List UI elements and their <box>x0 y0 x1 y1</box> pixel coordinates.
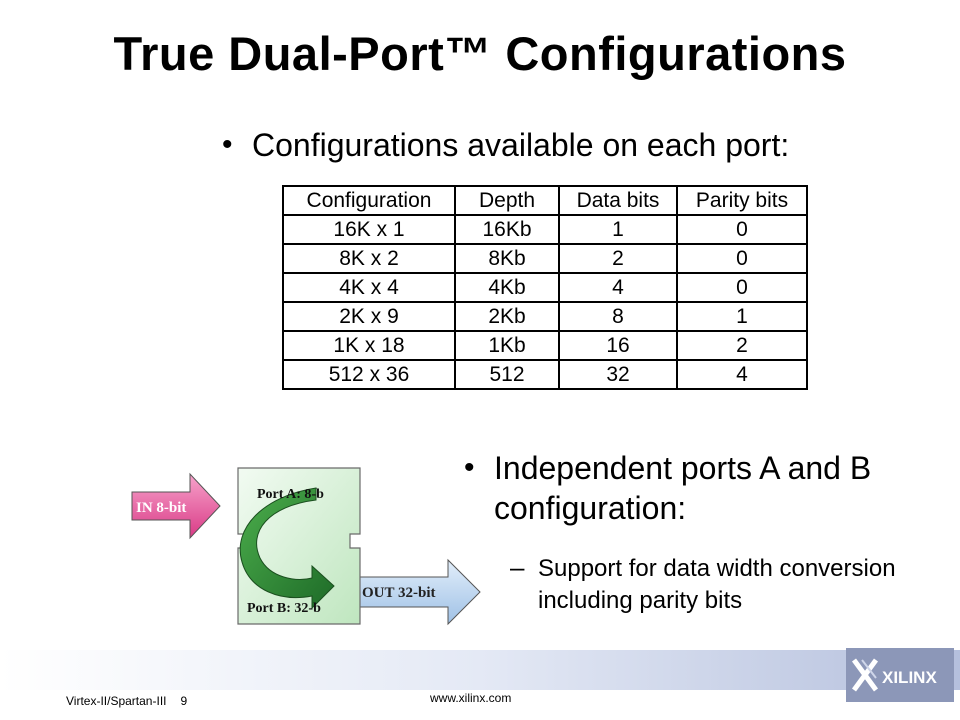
port-a-label: Port A: 8-b <box>257 487 324 502</box>
table-cell: 8Kb <box>454 243 560 274</box>
dual-port-diagram: IN 8-bit OUT 32-bit Port A: 8-b Port B: … <box>131 467 481 626</box>
table-cell: 32 <box>558 359 678 390</box>
bullet-independent-ports: • Independent ports A and B configuratio… <box>464 448 894 528</box>
table-cell: 8K x 2 <box>282 243 456 274</box>
table-cell: 8 <box>558 301 678 332</box>
sub-bullet-text: Support for data width conversion includ… <box>538 555 896 614</box>
table-cell: 2Kb <box>454 301 560 332</box>
table-cell: 1Kb <box>454 330 560 361</box>
out-arrow-shape <box>355 558 481 626</box>
footer-left: Virtex-II/Spartan-III 9 <box>66 694 187 708</box>
table-cell: 2 <box>558 243 678 274</box>
table-row: 4K x 4 4Kb 4 0 <box>282 272 808 303</box>
table-cell: 512 <box>454 359 560 390</box>
port-b-label: Port B: 32-b <box>247 601 321 616</box>
bullet-configurations-text: Configurations available on each port: <box>252 127 790 163</box>
table-header-row: Configuration Depth Data bits Parity bit… <box>282 185 808 216</box>
logo-text: XILINX <box>882 668 937 687</box>
table-cell: 0 <box>676 214 808 245</box>
table-cell: 16Kb <box>454 214 560 245</box>
dash-icon: – <box>510 552 525 582</box>
table-cell: 4 <box>676 359 808 390</box>
bullet-independent-ports-text: Independent ports A and B configuration: <box>494 450 872 526</box>
table-cell: 0 <box>676 272 808 303</box>
sub-bullet-width-conversion: – Support for data width conversion incl… <box>510 552 938 617</box>
table-cell: 4 <box>558 272 678 303</box>
slide-title: True Dual-Port™ Configurations <box>113 27 847 80</box>
table-row: 16K x 1 16Kb 1 0 <box>282 214 808 245</box>
footer-url: www.xilinx.com <box>430 691 512 705</box>
table-cell: 4Kb <box>454 272 560 303</box>
page-number: 9 <box>180 694 188 708</box>
bullet-configurations: • Configurations available on each port: <box>222 125 790 165</box>
bullet-point-icon: • <box>464 451 475 484</box>
out-arrow-label: OUT 32-bit <box>362 585 435 601</box>
table-row: 512 x 36 512 32 4 <box>282 359 808 390</box>
table-cell: 16K x 1 <box>282 214 456 245</box>
table-row: 1K x 18 1Kb 16 2 <box>282 330 808 361</box>
configuration-table: Configuration Depth Data bits Parity bit… <box>282 185 808 390</box>
in-arrow-label: IN 8-bit <box>136 500 186 516</box>
table-cell: 4K x 4 <box>282 272 456 303</box>
bullet-point-icon: • <box>222 128 233 161</box>
in-arrow-shape <box>131 472 221 540</box>
header-data-bits: Data bits <box>558 185 678 216</box>
table-cell: 1K x 18 <box>282 330 456 361</box>
table-cell: 0 <box>676 243 808 274</box>
conversion-curve-arrow <box>239 487 335 610</box>
table-cell: 2K x 9 <box>282 301 456 332</box>
header-configuration: Configuration <box>282 185 456 216</box>
xilinx-logo: XILINX <box>846 648 954 702</box>
table-cell: 16 <box>558 330 678 361</box>
header-parity-bits: Parity bits <box>676 185 808 216</box>
table-row: 2K x 9 2Kb 8 1 <box>282 301 808 332</box>
footer-band <box>0 650 960 690</box>
table-cell: 1 <box>676 301 808 332</box>
table-cell: 2 <box>676 330 808 361</box>
table-row: 8K x 2 8Kb 2 0 <box>282 243 808 274</box>
table-cell: 1 <box>558 214 678 245</box>
header-depth: Depth <box>454 185 560 216</box>
table-cell: 512 x 36 <box>282 359 456 390</box>
footer-product: Virtex-II/Spartan-III <box>66 694 167 708</box>
